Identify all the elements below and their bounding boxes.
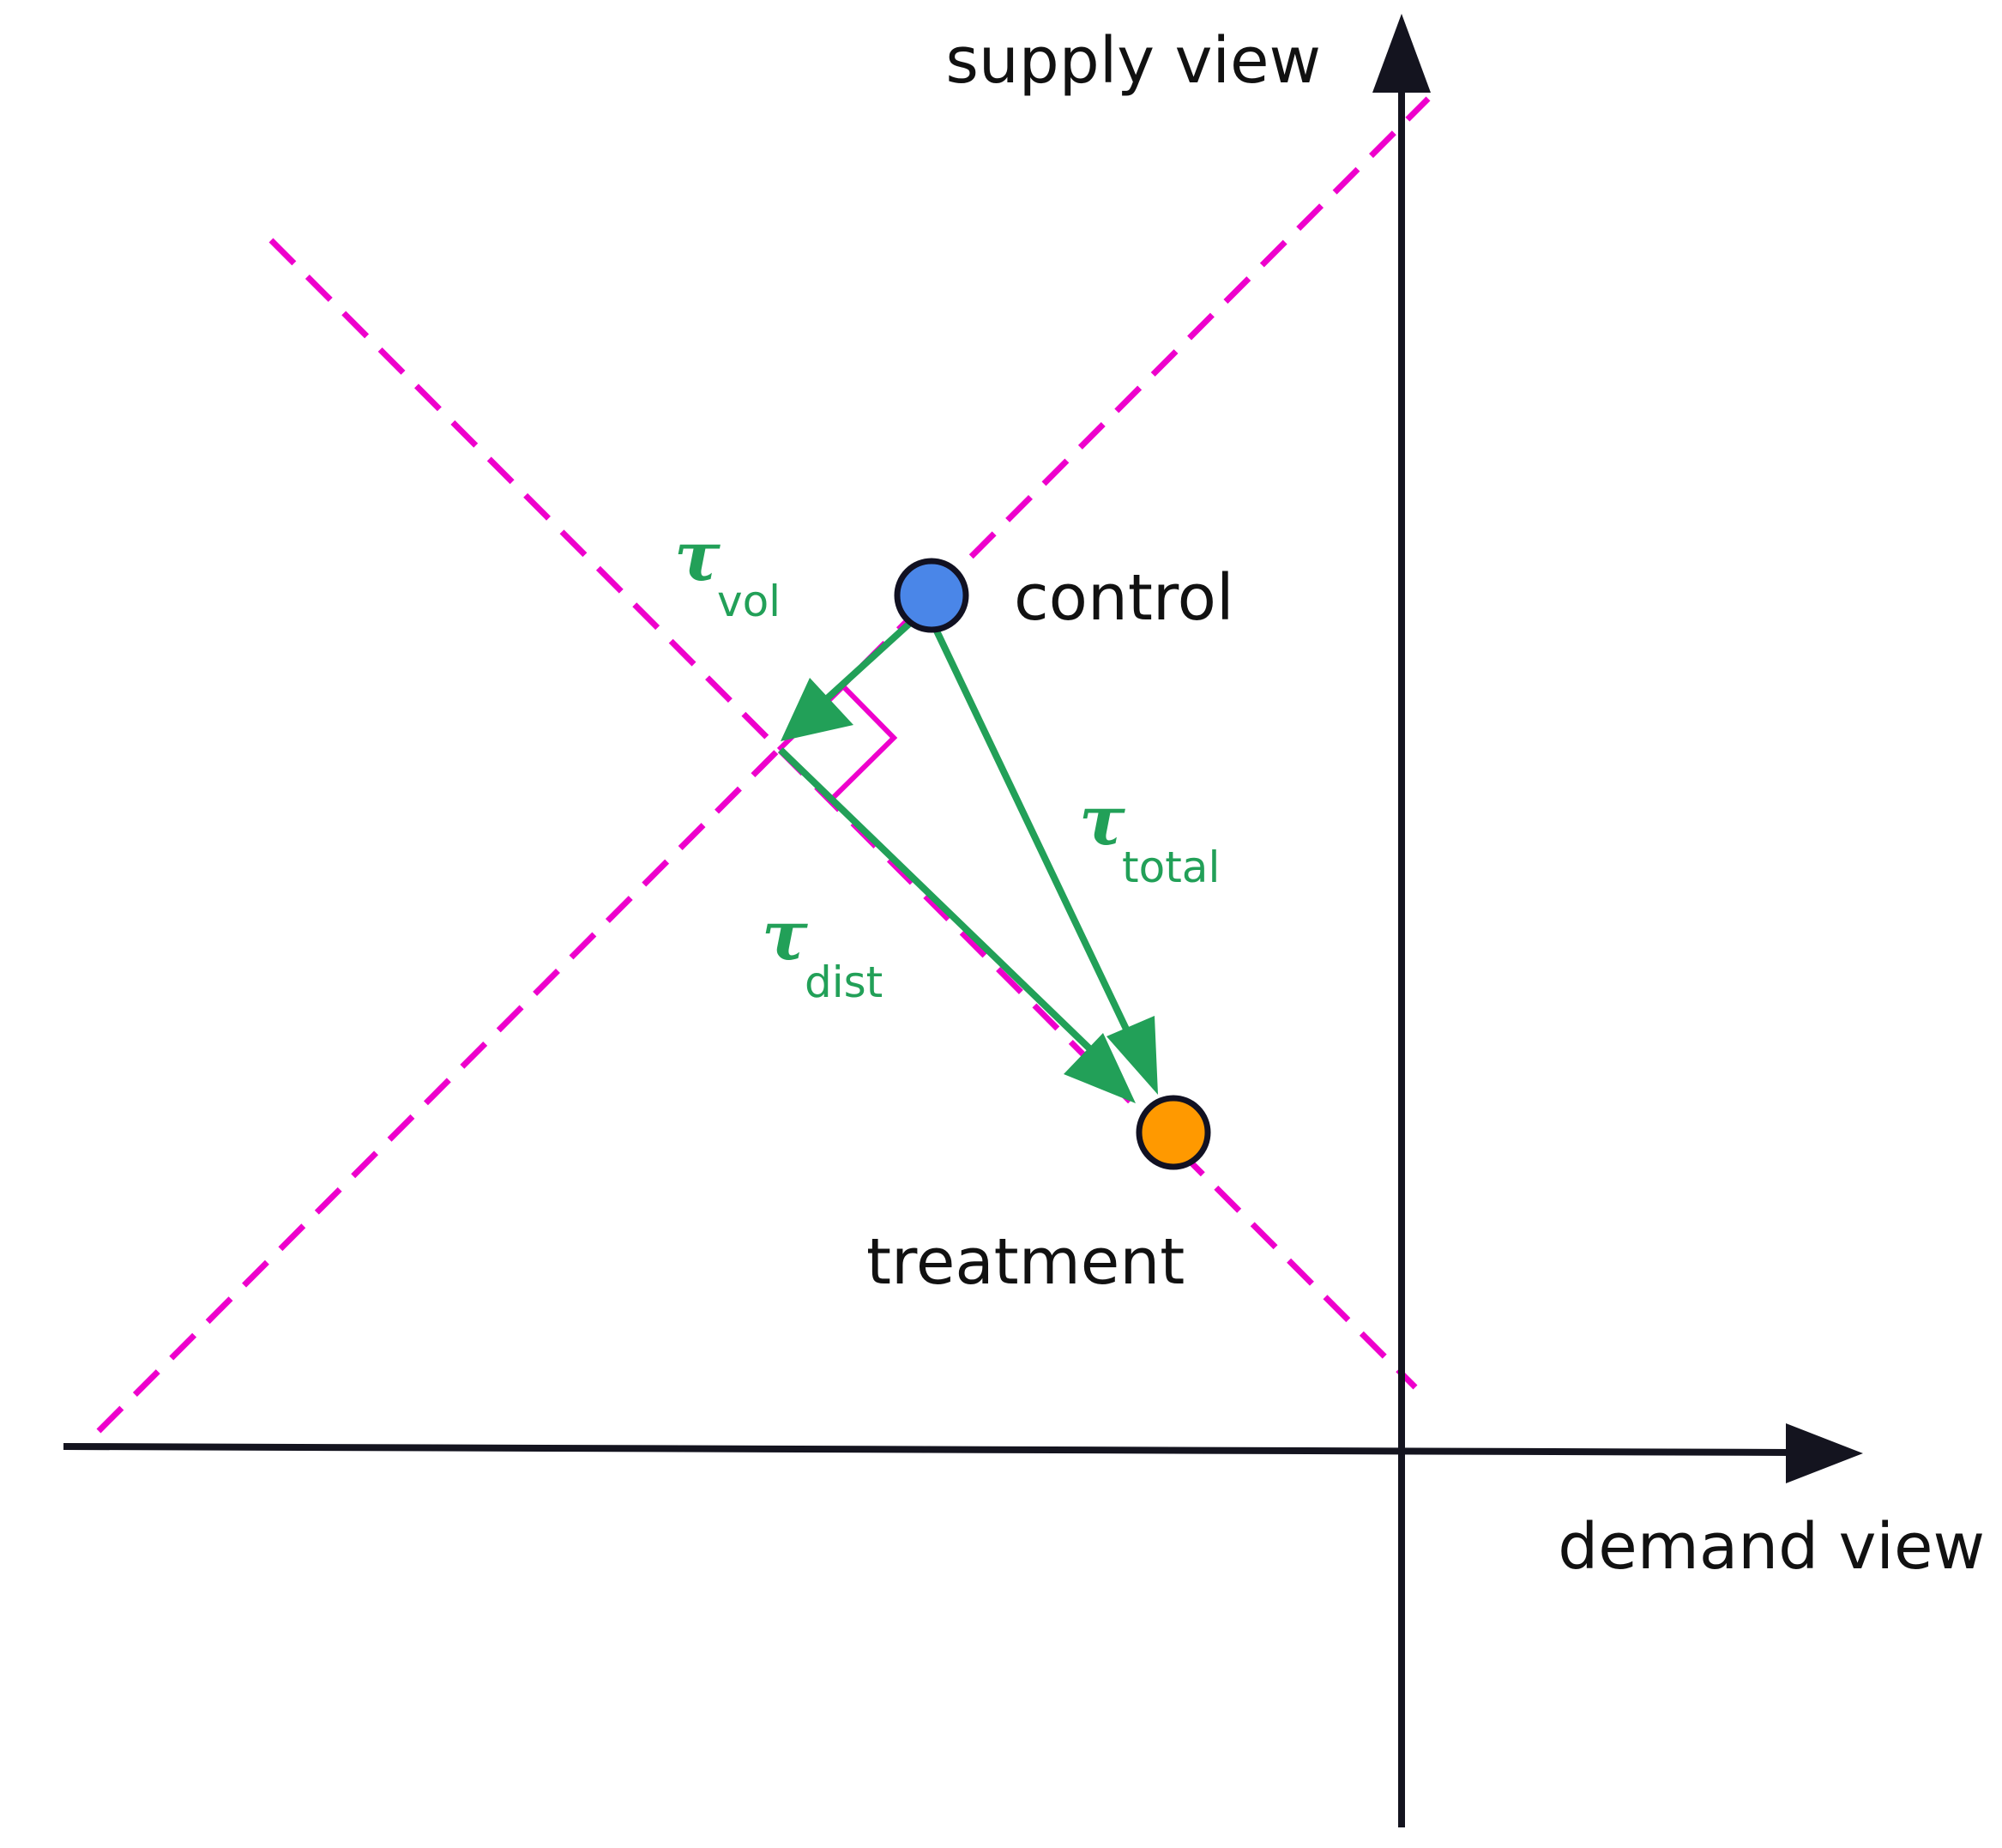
control-label: control <box>1014 561 1234 635</box>
x-axis-arrowhead <box>1786 1423 1863 1483</box>
tau-total-arrowhead <box>1107 1016 1158 1095</box>
dashed-line-ascending <box>96 96 1431 1434</box>
tau-vol-subscript: vol <box>717 577 781 626</box>
y-axis-arrowhead <box>1372 14 1431 93</box>
tau-dist-arrowhead <box>1064 1033 1136 1103</box>
x-axis-line <box>63 1443 1794 1456</box>
right-angle-marker <box>776 682 898 803</box>
tau-dist-symbol: τ <box>762 895 808 975</box>
tau-vol-arrow-shaft <box>821 621 912 704</box>
tau-total-subscript: total <box>1122 842 1220 892</box>
treatment-label: treatment <box>866 1225 1185 1299</box>
control-point <box>894 558 969 633</box>
x-axis-label: demand view <box>1558 1510 1985 1584</box>
tau-dist-subscript: dist <box>805 957 883 1007</box>
tau-vol-symbol: τ <box>674 516 721 596</box>
tau-dist-arrow-shaft <box>778 747 1092 1051</box>
y-axis-label: supply view <box>945 24 1321 98</box>
tau-total-symbol: τ <box>1079 780 1125 861</box>
dashed-line-descending <box>268 238 1418 1390</box>
treatment-point <box>1136 1095 1211 1170</box>
tau-total-arrow-shaft <box>930 622 1134 1040</box>
tau-vol-arrowhead <box>781 678 853 741</box>
